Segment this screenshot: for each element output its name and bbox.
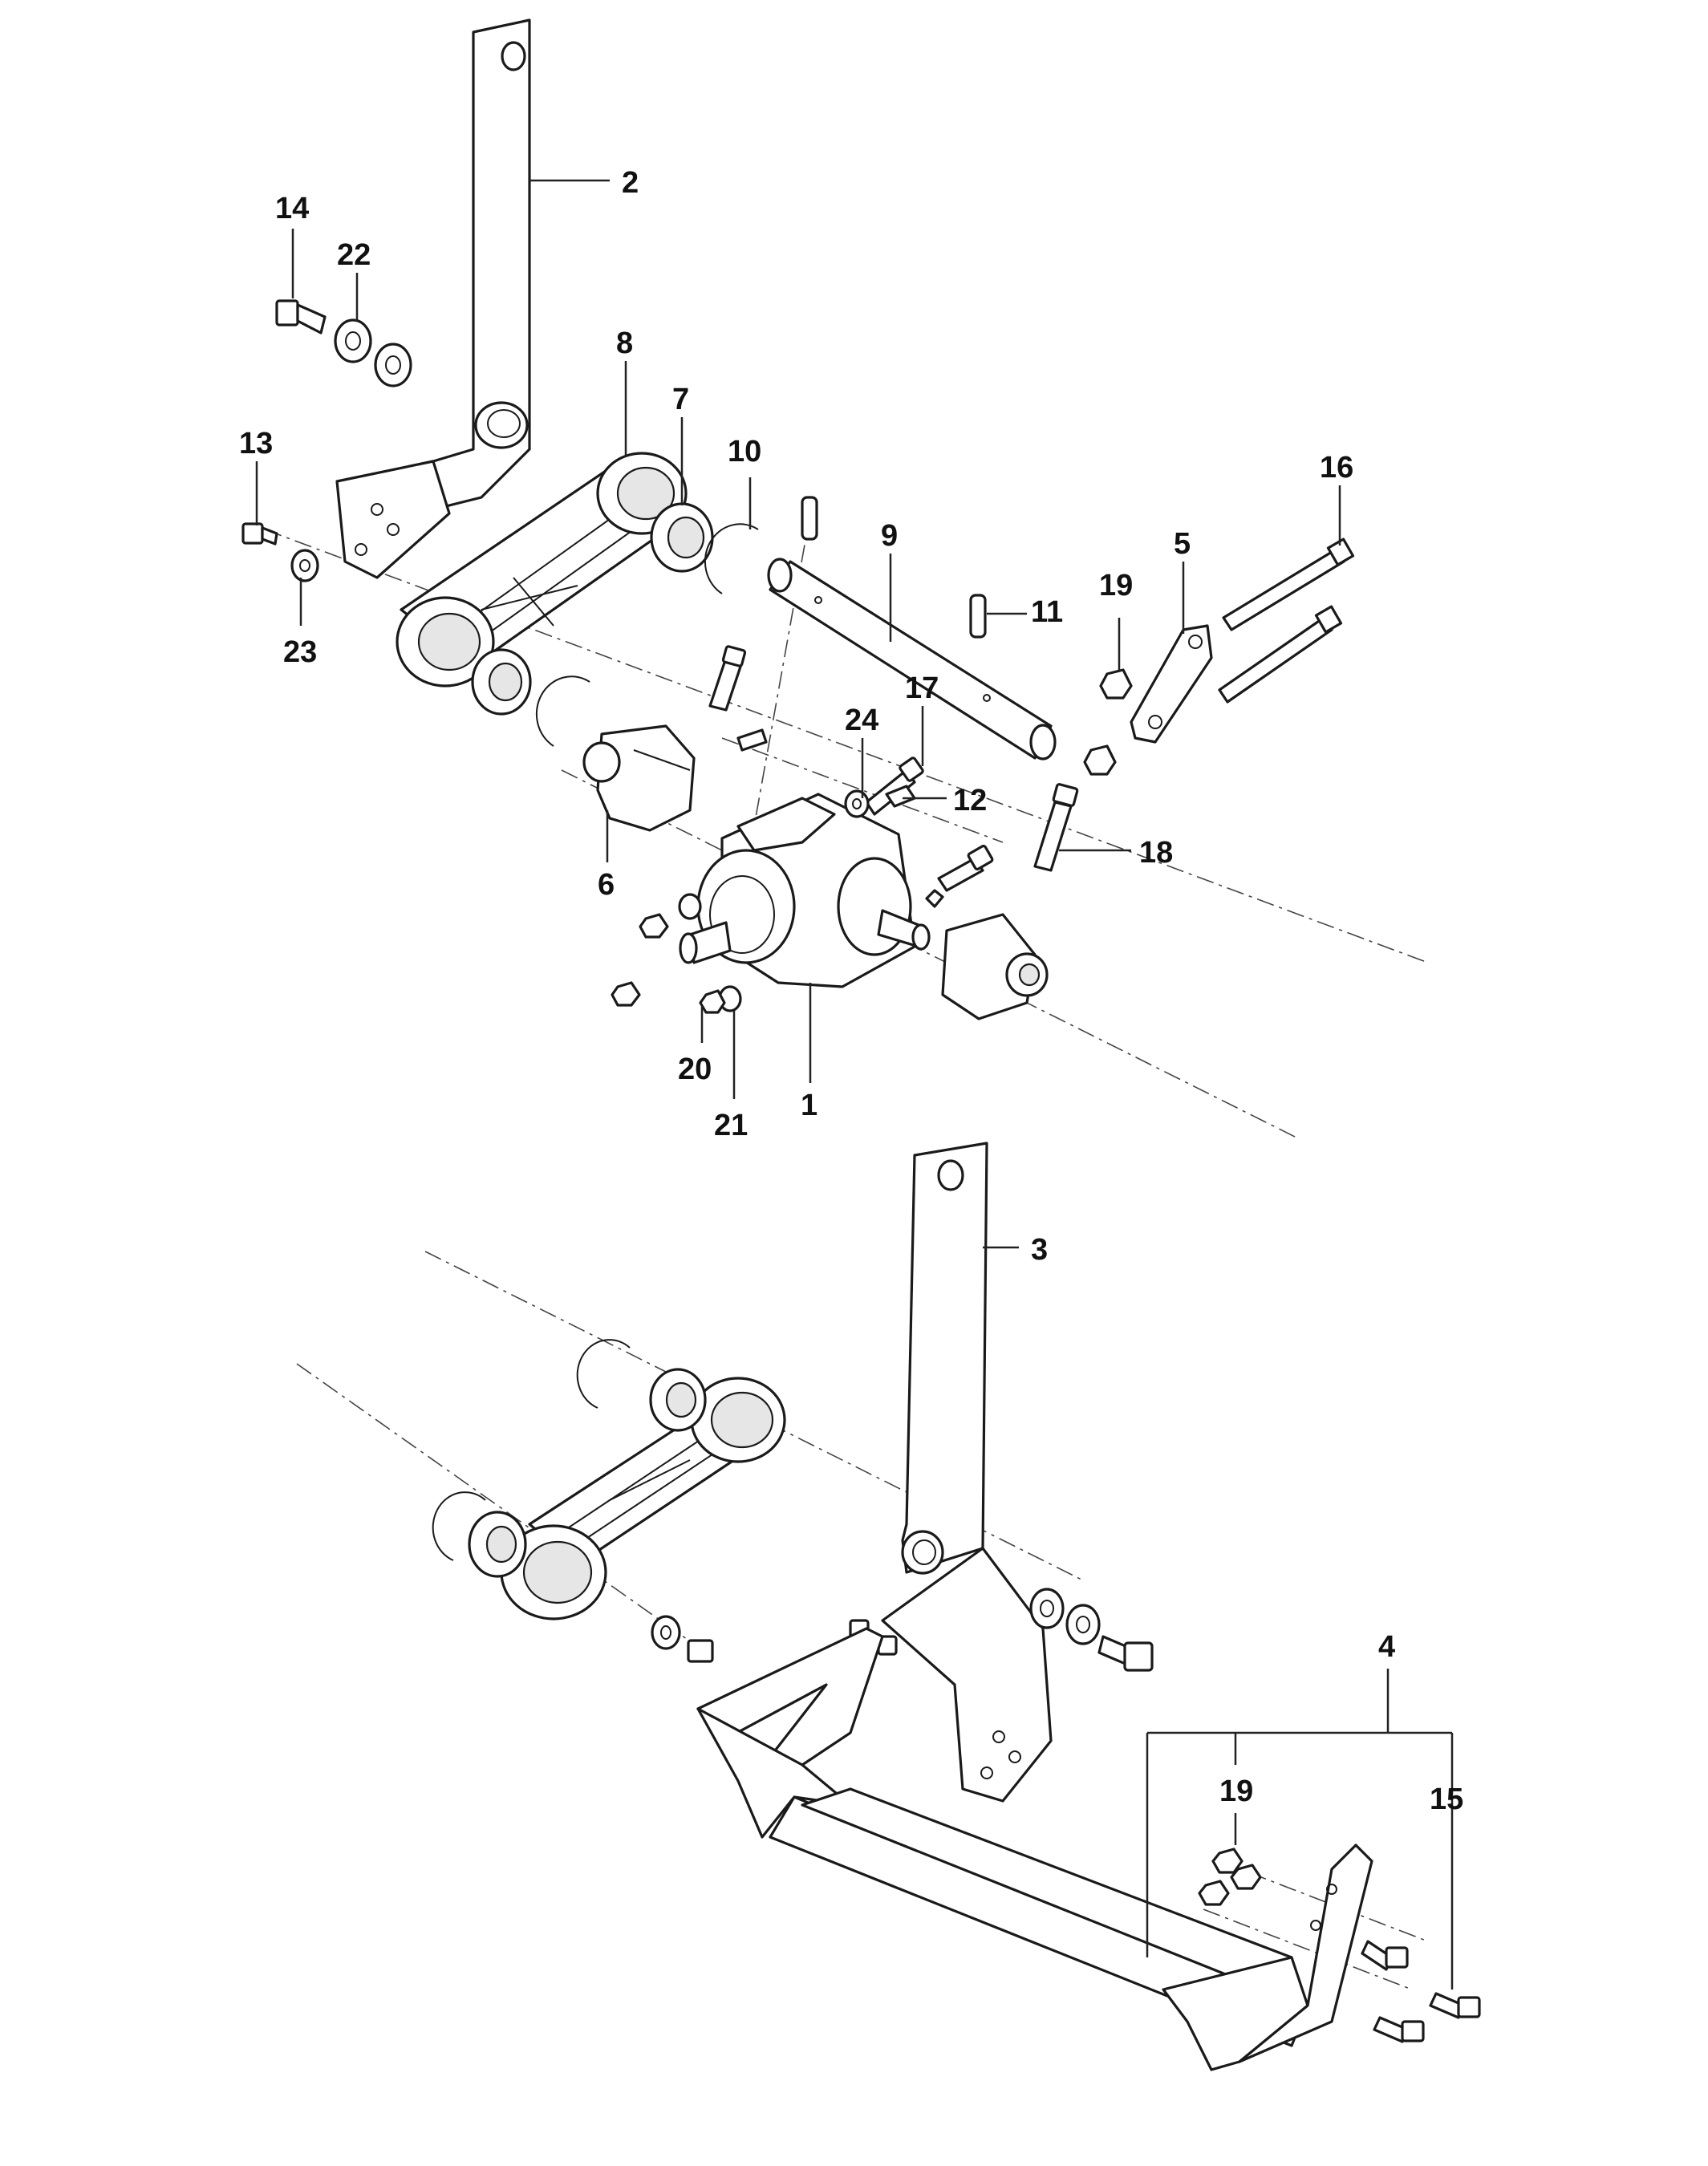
label-part-11: 11 (1031, 595, 1063, 629)
label-part-24: 24 (845, 704, 878, 737)
bearing-part-7 (471, 502, 714, 716)
bolt-part-18 (708, 645, 1079, 872)
label-part-3: 3 (1031, 1233, 1048, 1267)
label-part-12: 12 (953, 784, 987, 817)
clamp-block-part-6 (582, 724, 1049, 1020)
label-part-20: 20 (678, 1053, 712, 1086)
part-number-labels: 2 14 22 8 7 10 9 11 13 23 5 16 19 24 17 … (239, 166, 1463, 1816)
nut-part-20 (611, 913, 669, 1007)
label-part-9: 9 (881, 519, 898, 553)
label-part-21: 21 (714, 1109, 748, 1142)
label-part-5: 5 (1174, 527, 1191, 561)
bolt-part-14 (275, 299, 327, 335)
label-part-1: 1 (801, 1089, 817, 1122)
label-part-6: 6 (598, 868, 615, 902)
bolt-part-13 (241, 522, 278, 546)
key-part-12 (736, 728, 916, 808)
roll-pin-part-11 (801, 496, 987, 639)
nut-part-19-upper (1083, 668, 1133, 776)
label-part-15: 15 (1430, 1783, 1463, 1816)
lower-arm-part-3 (881, 1142, 1053, 1803)
washer-part-24 (844, 789, 870, 818)
label-part-13: 13 (239, 427, 273, 460)
leader-lines (255, 179, 1454, 1990)
gearbox-part-1 (679, 793, 931, 988)
washer-part-23 (290, 549, 319, 582)
label-part-17: 17 (905, 671, 939, 705)
lower-link-assembly (432, 1339, 786, 1620)
lower-hardware (651, 1588, 1154, 1688)
bolts-gearbox-side (925, 844, 994, 908)
label-part-7: 7 (672, 383, 689, 416)
kit-part-4-hardware (1198, 1848, 1481, 2043)
washer-part-21 (678, 893, 742, 1014)
label-part-22: 22 (337, 238, 371, 272)
label-part-2: 2 (622, 166, 639, 200)
label-part-23: 23 (283, 635, 317, 669)
shaft-part-9 (767, 558, 1057, 761)
label-part-4: 4 (1378, 1630, 1395, 1664)
label-part-14: 14 (275, 192, 309, 225)
circlip-part-10 (535, 523, 759, 747)
long-bolt-part-16 (1218, 537, 1355, 704)
label-part-19-lower: 19 (1219, 1775, 1253, 1808)
label-part-10: 10 (728, 435, 761, 468)
plate-part-5 (1130, 624, 1213, 744)
label-part-16: 16 (1320, 451, 1353, 485)
label-part-19-upper: 19 (1099, 569, 1133, 602)
label-part-18: 18 (1139, 836, 1173, 870)
lower-frame-bracket (696, 1627, 1373, 2071)
washer-part-22 (334, 318, 412, 387)
upper-arm-part-2 (335, 18, 531, 579)
label-part-8: 8 (616, 327, 633, 360)
